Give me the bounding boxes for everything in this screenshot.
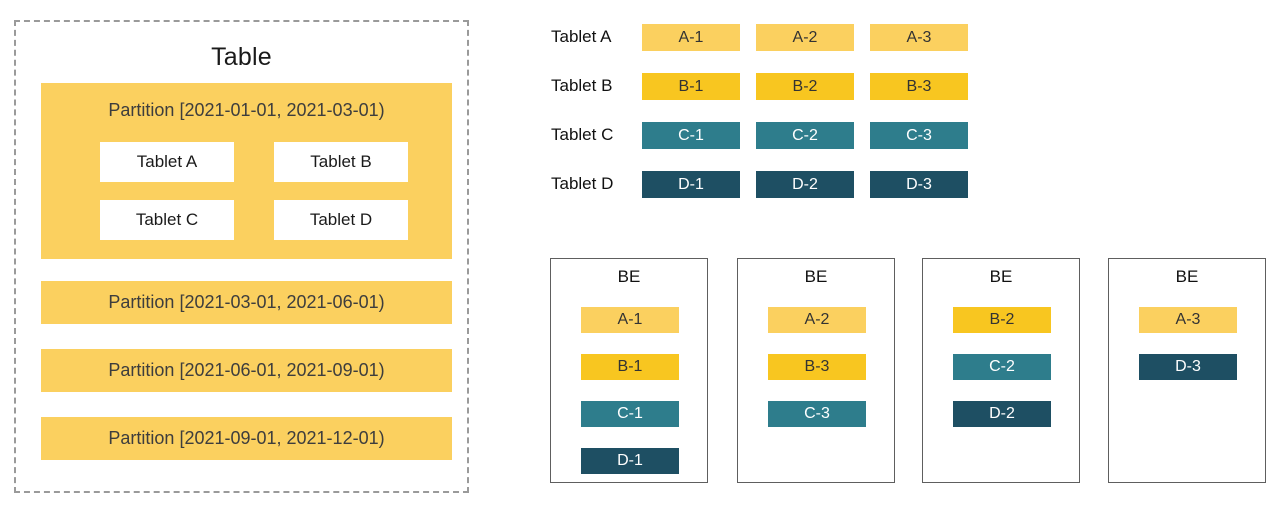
partition-block[interactable]: Partition [2021-03-01, 2021-06-01): [41, 281, 452, 324]
shard-chip[interactable]: C-1: [642, 122, 740, 149]
shard-chip[interactable]: A-1: [642, 24, 740, 51]
tablet-box-c[interactable]: Tablet C: [100, 200, 234, 240]
partition-label: Partition [2021-06-01, 2021-09-01): [108, 360, 385, 380]
partition-label: Partition [2021-01-01, 2021-03-01): [108, 100, 385, 120]
be-chip[interactable]: A-2: [768, 307, 866, 333]
partition-label: Partition [2021-03-01, 2021-06-01): [108, 292, 385, 312]
be-chip[interactable]: C-1: [581, 401, 679, 427]
be-node[interactable]: BE B-2 C-2 D-2: [922, 258, 1080, 483]
shard-chip[interactable]: D-2: [756, 171, 854, 198]
page-title: Table: [211, 43, 272, 71]
be-chip[interactable]: C-3: [768, 401, 866, 427]
shard-row-label: Tablet D: [551, 174, 614, 193]
partition-block[interactable]: Partition [2021-09-01, 2021-12-01): [41, 417, 452, 460]
shard-chip[interactable]: A-3: [870, 24, 968, 51]
be-chip[interactable]: D-2: [953, 401, 1051, 427]
be-chip[interactable]: D-1: [581, 448, 679, 474]
be-chip[interactable]: C-2: [953, 354, 1051, 380]
be-chip[interactable]: B-1: [581, 354, 679, 380]
tablet-box-a[interactable]: Tablet A: [100, 142, 234, 182]
shard-chip[interactable]: A-2: [756, 24, 854, 51]
tablet-box-d[interactable]: Tablet D: [274, 200, 408, 240]
be-chip[interactable]: A-1: [581, 307, 679, 333]
shard-row-label: Tablet B: [551, 76, 613, 95]
shard-row-label: Tablet A: [551, 27, 612, 46]
partition-block[interactable]: Partition [2021-06-01, 2021-09-01): [41, 349, 452, 392]
tablet-box-b[interactable]: Tablet B: [274, 142, 408, 182]
be-node[interactable]: BE A-3 D-3: [1108, 258, 1266, 483]
partition-block[interactable]: Partition [2021-01-01, 2021-03-01) Table…: [41, 83, 452, 259]
table-container: Table Partition [2021-01-01, 2021-03-01)…: [14, 20, 469, 493]
shard-chip[interactable]: D-3: [870, 171, 968, 198]
be-node[interactable]: BE A-2 B-3 C-3: [737, 258, 895, 483]
be-node-title: BE: [1175, 267, 1199, 286]
be-chip[interactable]: B-2: [953, 307, 1051, 333]
be-node-title: BE: [989, 267, 1013, 286]
be-chip[interactable]: A-3: [1139, 307, 1237, 333]
shard-chip[interactable]: D-1: [642, 171, 740, 198]
shard-chip[interactable]: C-2: [756, 122, 854, 149]
shard-row-label: Tablet C: [551, 125, 614, 144]
be-node-title: BE: [617, 267, 641, 286]
shard-chip[interactable]: C-3: [870, 122, 968, 149]
shard-chip[interactable]: B-3: [870, 73, 968, 100]
be-node[interactable]: BE A-1 B-1 C-1 D-1: [550, 258, 708, 483]
be-chip[interactable]: B-3: [768, 354, 866, 380]
shard-chip[interactable]: B-1: [642, 73, 740, 100]
partition-label: Partition [2021-09-01, 2021-12-01): [108, 428, 385, 448]
shard-chip[interactable]: B-2: [756, 73, 854, 100]
be-chip[interactable]: D-3: [1139, 354, 1237, 380]
be-node-title: BE: [804, 267, 828, 286]
